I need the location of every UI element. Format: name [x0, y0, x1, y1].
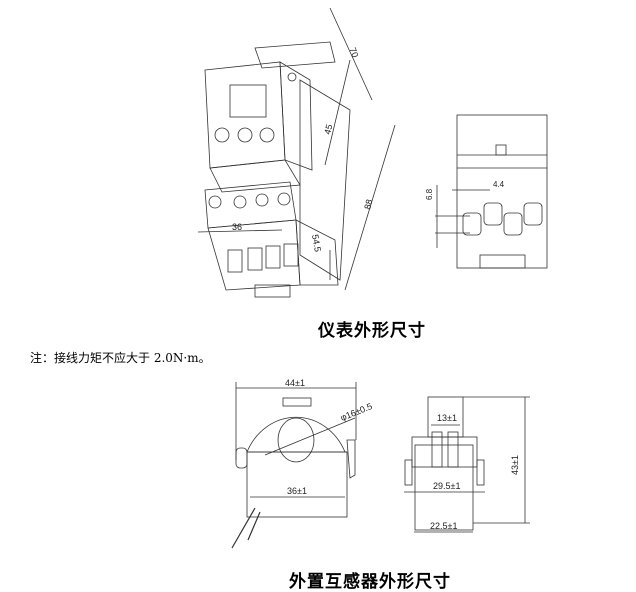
dim-clip-width: 13±1: [437, 413, 457, 423]
dim-terminal-pitch: 4.4: [493, 180, 505, 189]
meter-dimension-labels: 70 45 88 36 54.5: [232, 46, 375, 253]
dim-lower: 54.5: [310, 234, 323, 253]
dim-terminal-height: 6.8: [425, 188, 434, 200]
dim-height: 43±1: [510, 455, 520, 475]
meter-dimensions-title: 仪表外形尺寸: [318, 321, 426, 341]
ct-side-view-drawing: [404, 396, 530, 533]
dim-outer-width: 44±1: [285, 378, 305, 388]
dim-base-width: 22.5±1: [430, 521, 457, 531]
dim-body-width: 29.5±1: [433, 481, 460, 491]
dim-total-height: 88: [362, 198, 374, 210]
meter-side-view-drawing: [435, 114, 548, 269]
dim-inner-width: 36±1: [287, 486, 307, 496]
ct-front-view-drawing: [231, 382, 357, 549]
dim-height-upper: 45: [322, 123, 334, 135]
torque-note: 注：接线力矩不应大于 2.0N·m。: [30, 351, 211, 365]
meter-isometric-drawing: [197, 7, 396, 298]
dim-width: 36: [232, 222, 242, 232]
dim-depth: 70: [348, 46, 361, 59]
ct-dimensions-title: 外置互感器外形尺寸: [289, 572, 451, 592]
